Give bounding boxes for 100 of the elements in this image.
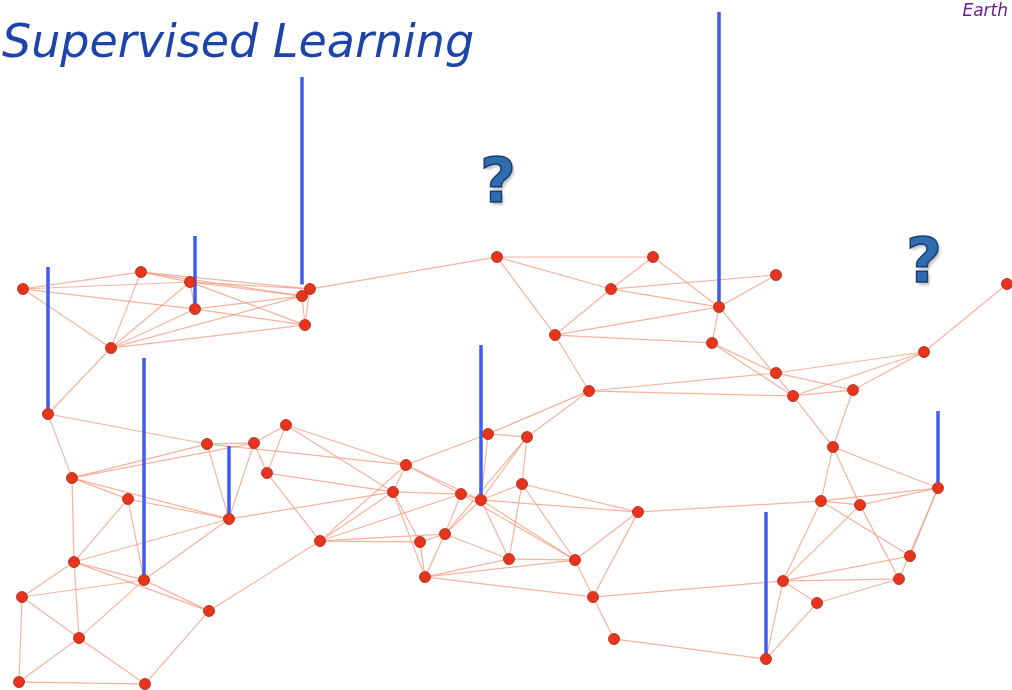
graph-node xyxy=(647,251,659,263)
graph-edge xyxy=(199,309,301,325)
graph-edge xyxy=(780,352,920,373)
graph-node xyxy=(847,384,859,396)
graph-edge xyxy=(526,484,634,512)
graph-edge xyxy=(618,639,762,659)
graph-node xyxy=(17,283,29,295)
graph-edge xyxy=(323,468,403,538)
graph-edge xyxy=(795,399,831,444)
graph-edge xyxy=(465,496,571,558)
graph-edge xyxy=(258,427,282,441)
graph-edge xyxy=(821,451,833,497)
graph-edge xyxy=(25,564,71,595)
graph-edge xyxy=(115,310,191,347)
graph-edge xyxy=(49,418,71,474)
graph-node xyxy=(139,678,151,690)
graph-edge xyxy=(71,482,75,558)
graph-node xyxy=(770,367,782,379)
graph-edge xyxy=(597,580,779,598)
graph-node xyxy=(261,467,273,479)
graph-edge xyxy=(148,614,206,681)
graph-edge xyxy=(255,447,266,469)
graph-node xyxy=(904,550,916,562)
graph-edge xyxy=(27,281,186,290)
graph-node xyxy=(549,329,561,341)
graph-node xyxy=(491,251,503,263)
graph-edge xyxy=(716,345,789,394)
graph-edge xyxy=(132,499,225,519)
graph-node xyxy=(135,266,147,278)
graph-edge xyxy=(76,443,250,478)
graph-edge xyxy=(825,488,934,501)
graph-node xyxy=(632,506,644,518)
graph-node xyxy=(475,494,487,506)
graph-node xyxy=(122,493,134,505)
graph-edge xyxy=(447,440,525,531)
graph-edge xyxy=(530,393,586,435)
graph-edge xyxy=(78,519,225,562)
graph-edge xyxy=(27,272,137,289)
graph-edge xyxy=(721,310,791,393)
graph-node xyxy=(419,571,431,583)
graph-edge xyxy=(825,500,856,506)
graph-edge xyxy=(112,276,140,344)
graph-edge xyxy=(269,476,318,538)
graph-node xyxy=(184,276,196,288)
graph-edge xyxy=(314,257,493,289)
graph-edge xyxy=(207,448,229,515)
graph-edge xyxy=(25,599,76,636)
graph-node xyxy=(201,438,213,450)
graph-node xyxy=(68,556,80,568)
graph-node xyxy=(42,408,54,420)
graph-edge xyxy=(323,494,390,539)
graph-edge xyxy=(410,466,457,493)
graph-node xyxy=(248,437,260,449)
graph-node xyxy=(304,283,316,295)
graph-edge xyxy=(424,535,441,541)
graph-edge xyxy=(558,291,608,333)
graph-edge xyxy=(465,494,477,500)
graph-node xyxy=(400,459,412,471)
graph-edge xyxy=(213,543,316,609)
graph-edge xyxy=(593,372,772,392)
graph-node xyxy=(503,553,515,565)
graph-edge xyxy=(578,514,635,558)
graph-edge xyxy=(449,535,505,558)
graph-node xyxy=(223,513,235,525)
title: Supervised Learning xyxy=(2,14,475,68)
graph-node xyxy=(414,536,426,548)
graph-edge xyxy=(723,277,772,305)
graph-edge xyxy=(769,606,814,656)
graph-edge xyxy=(716,344,772,372)
graph-edge xyxy=(825,503,906,554)
graph-edge xyxy=(23,681,141,685)
graph-edge xyxy=(499,260,553,332)
graph-edge xyxy=(483,440,525,497)
graph-edge xyxy=(194,281,306,290)
graph-edge xyxy=(115,325,301,348)
graph-edge xyxy=(268,429,285,469)
graph-node xyxy=(73,632,85,644)
graph-edge xyxy=(22,640,76,680)
graph-edge xyxy=(446,498,460,530)
graph-node xyxy=(815,495,827,507)
graph-edge xyxy=(230,447,253,515)
graph-edge xyxy=(115,296,298,348)
graph-edge xyxy=(787,556,906,581)
graph-edge xyxy=(485,502,571,558)
graph-edge xyxy=(485,499,634,513)
graph-node xyxy=(13,676,25,688)
graph-node xyxy=(280,419,292,431)
graph-edge xyxy=(76,479,124,498)
graph-edge xyxy=(52,414,203,444)
graph-edge xyxy=(614,259,650,287)
graph-node xyxy=(608,633,620,645)
graph-edge xyxy=(513,558,571,561)
graph-node xyxy=(587,591,599,603)
graph-edge xyxy=(864,488,934,505)
graph-edge xyxy=(797,353,920,395)
graph-node xyxy=(583,385,595,397)
graph-node xyxy=(760,653,772,665)
graph-node xyxy=(893,573,905,585)
graph-node xyxy=(66,472,78,484)
graph-edge xyxy=(900,492,937,575)
